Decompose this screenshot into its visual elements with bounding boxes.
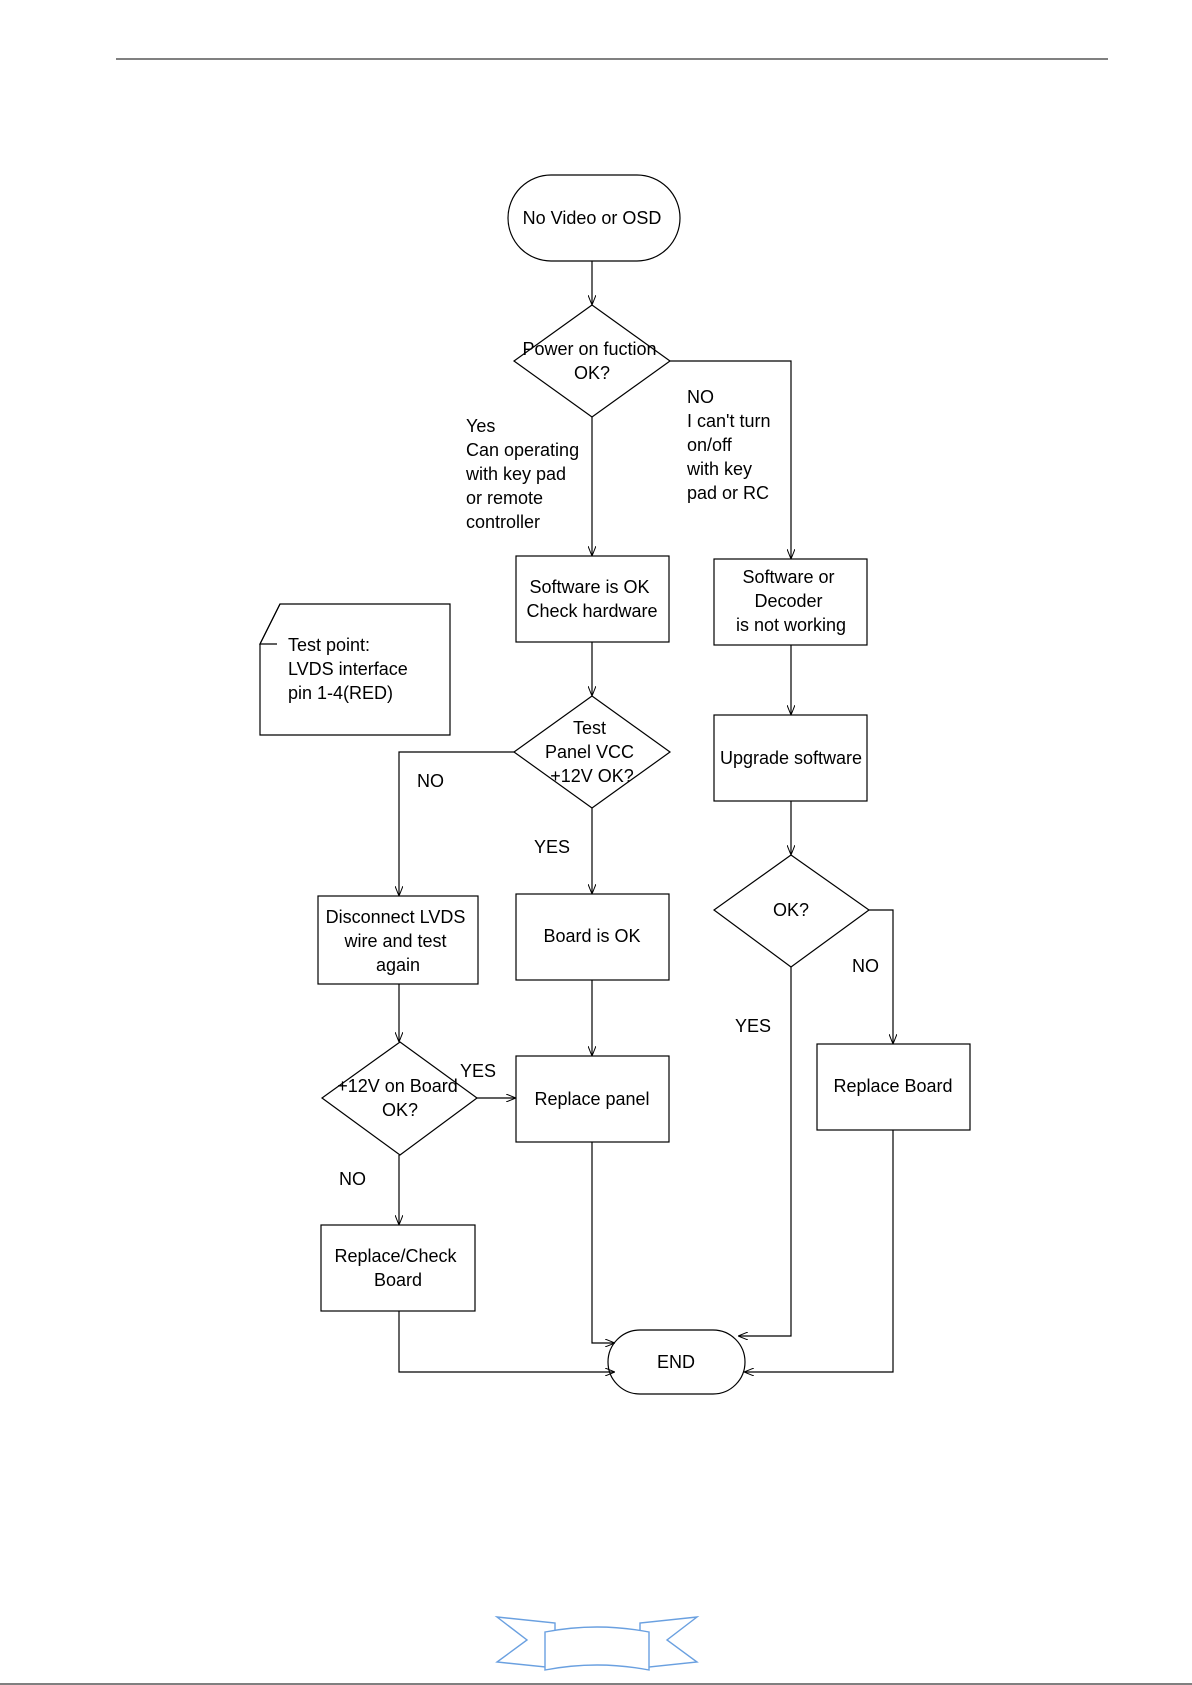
vcc-yes-label: YES bbox=[534, 837, 570, 857]
upgrade-label: Upgrade software bbox=[720, 748, 862, 768]
power-check-label: Power on fuction OK? bbox=[522, 339, 661, 383]
test-point-label: Test point: LVDS interface pin 1-4(RED) bbox=[288, 635, 413, 703]
arrow-replace-board-to-end bbox=[745, 1130, 894, 1372]
board-ok-label: Board is OK bbox=[543, 926, 640, 946]
ribbon-center bbox=[544, 1626, 650, 1671]
software-fail-label: Software or Decoder is not working bbox=[736, 567, 846, 635]
ok-no-label: NO bbox=[852, 956, 879, 976]
board-12v-diamond bbox=[320, 1041, 479, 1156]
arrow-power-to-software-fail bbox=[670, 360, 791, 558]
software-ok-label: Software is OK Check hardware bbox=[526, 577, 657, 621]
board-12v-yes-label: YES bbox=[460, 1061, 496, 1081]
replace-check-label: Replace/Check Board bbox=[334, 1246, 461, 1290]
arrow-vcc-no-to-disconnect bbox=[399, 751, 514, 895]
disconnect-box bbox=[317, 895, 479, 985]
arrow-ok-no-to-replace-board bbox=[869, 909, 893, 1043]
software-ok-box bbox=[515, 555, 670, 643]
vcc-no-label: NO bbox=[417, 771, 444, 791]
arrow-replace-check-to-end bbox=[398, 1311, 614, 1372]
note-fold bbox=[259, 603, 281, 645]
software-fail-box bbox=[713, 558, 868, 646]
disconnect-label: Disconnect LVDS wire and test again bbox=[326, 907, 471, 975]
ribbon-left-tail bbox=[494, 1616, 556, 1669]
upgrade-box bbox=[713, 714, 868, 802]
ribbon-right-tail bbox=[639, 1616, 700, 1669]
start-terminal bbox=[507, 174, 681, 262]
board-12v-label: +12V on Board OK? bbox=[337, 1076, 463, 1120]
footer-ribbon-icon bbox=[494, 1616, 700, 1671]
board-ok-box bbox=[515, 893, 670, 981]
board-12v-no-label: NO bbox=[339, 1169, 366, 1189]
panel-vcc-label: Test Panel VCC +12V OK? bbox=[545, 718, 639, 786]
no-note: NO I can't turn on/off with key pad or R… bbox=[686, 387, 776, 503]
yes-note: Yes Can operating with key pad or remote… bbox=[465, 416, 584, 532]
ok-check-label: OK? bbox=[773, 900, 809, 920]
start-label: No Video or OSD bbox=[523, 208, 662, 228]
replace-panel-label: Replace panel bbox=[534, 1089, 649, 1109]
replace-check-box bbox=[320, 1224, 476, 1312]
replace-board-box bbox=[816, 1043, 971, 1131]
ok-yes-label: YES bbox=[735, 1016, 771, 1036]
arrow-replace-panel-to-end bbox=[591, 1142, 614, 1343]
replace-board-label: Replace Board bbox=[833, 1076, 952, 1096]
end-terminal bbox=[607, 1329, 746, 1395]
replace-panel-box bbox=[515, 1055, 670, 1143]
end-label: END bbox=[657, 1352, 695, 1372]
arrow-ok-yes-to-end bbox=[739, 967, 792, 1336]
power-check-diamond bbox=[512, 304, 672, 418]
